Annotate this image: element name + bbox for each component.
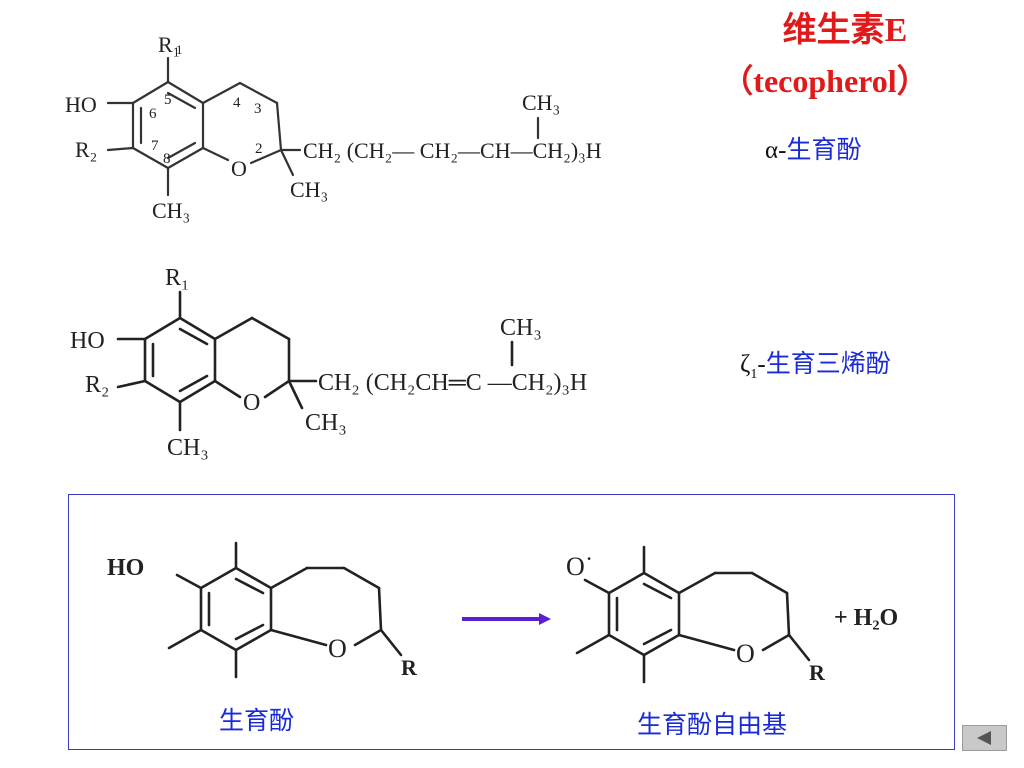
page-subtitle: （tecopherol） [721,63,929,99]
s2-label-text: 生育三烯酚 [765,351,891,378]
s2-r2: R₂ [85,372,109,398]
rx-product-caption: 生育酚自由基 [637,712,788,739]
s1-num-1: 1 [176,42,183,57]
s2-label-sub: 1 [750,367,758,382]
s1-r2: R₂ [75,137,97,162]
s1-ho: HO [65,92,97,117]
s1-num-6: 6 [149,106,157,122]
previous-slide-button[interactable] [962,725,1007,751]
reaction-diagram: HO O R [107,541,898,685]
s2-side-chain: CH₂ (CH₂CH═C —CH₂)₃H [318,370,587,396]
s2-ch3-c2: CH₃ [305,410,347,436]
s2-label-prefix: ζ [740,351,751,378]
rx-reactant-r: R [401,655,418,680]
structure-1-diagram: R₁ HO R₂ CH₃ O CH₂ (CH₂— CH₂—CH—CH₂)₃H C… [65,32,602,223]
structure-2-label: ζ1-生育三烯酚 [740,350,891,390]
s2-ho: HO [70,328,105,354]
rx-reactant-ring-o: O [328,634,347,663]
rx-product-radical-o: O˙ [566,552,593,581]
rx-product-r: R [809,660,826,685]
s2-ch3-bottom: CH₃ [167,435,209,461]
rx-water: + H₂O [834,605,898,631]
s1-num-8: 8 [163,151,171,167]
s2-ring-o: O [243,390,260,416]
s1-num-4: 4 [233,95,241,111]
structure-1-label: α-生育酚 [765,136,861,166]
s1-num-5: 5 [164,92,172,108]
s1-num-7: 7 [151,138,159,154]
s1-branch-ch3: CH₃ [522,90,560,115]
s2-branch-ch3: CH₃ [500,315,542,341]
s1-ch3-c2: CH₃ [290,177,328,202]
s1-r1: R₁ [158,32,180,57]
s1-num-2: 2 [255,141,263,157]
structure-2-diagram: R₁ HO R₂ CH₃ O CH₂ (CH₂CH═C —CH₂)₃H CH₃ … [70,265,587,461]
page-title: 维生素E [782,12,908,49]
s1-num-3: 3 [254,101,262,117]
s1-ring-o: O [231,156,247,181]
rx-reactant-ho: HO [107,555,144,581]
s1-side-chain: CH₂ (CH₂— CH₂—CH—CH₂)₃H [303,138,602,163]
rx-reactant-caption: 生育酚 [219,708,295,735]
s2-label-dash: - [757,351,766,378]
triangle-left-icon [977,731,991,745]
s2-r1: R₁ [165,265,189,291]
rx-product-ring-o: O [736,639,755,668]
reaction-arrow [462,613,551,625]
s1-label-prefix: α- [765,137,787,164]
s1-ch3-bottom: CH₃ [152,198,190,223]
reaction-panel: HO O R [68,494,955,750]
s1-label-text: 生育酚 [786,137,862,164]
